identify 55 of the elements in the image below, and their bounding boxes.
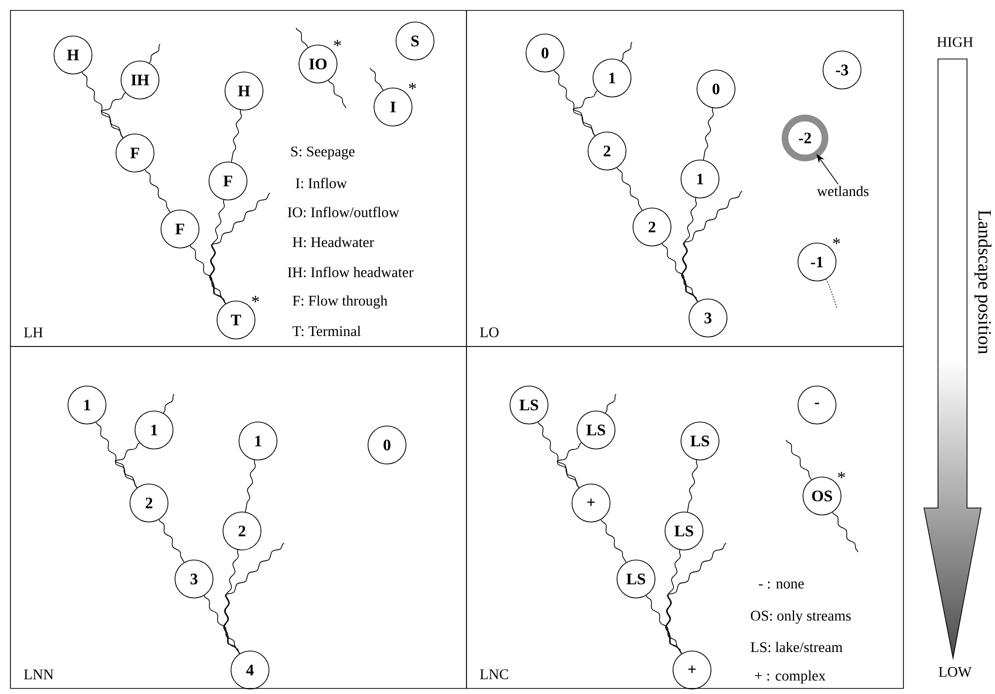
- key-text: LS: lake/stream: [750, 642, 842, 652]
- stream-line: [572, 90, 598, 136]
- stream-line: [600, 519, 627, 563]
- stream-line: [621, 42, 632, 62]
- stream-line: [149, 44, 160, 64]
- stream-line: [666, 550, 682, 654]
- stream-line: [703, 108, 714, 160]
- stream-line: [616, 167, 643, 211]
- stream-line: [328, 80, 346, 108]
- scale-label: LOW: [938, 667, 972, 677]
- stream-line: [826, 278, 838, 308]
- stream-line: [296, 28, 308, 48]
- key-text: H: Headwater: [292, 236, 374, 248]
- key-text: F: Flow through: [292, 295, 388, 309]
- stream-line: [144, 169, 171, 213]
- axis-title: Landscape position: [974, 210, 992, 354]
- stream-line: [224, 550, 240, 654]
- stream-line: [556, 442, 582, 488]
- key-text: - : none: [758, 581, 804, 589]
- node-label: *: [832, 238, 840, 244]
- stream-line: [96, 422, 138, 488]
- stream-line: [554, 70, 596, 136]
- stream-line: [100, 92, 126, 138]
- stream-line: [245, 460, 256, 512]
- node-label: *: [408, 82, 416, 90]
- key-text: I: Inflow: [296, 178, 347, 188]
- key-text: + : complex: [755, 670, 826, 684]
- stream-line: [158, 519, 185, 563]
- node-label: *: [334, 40, 341, 46]
- stream-line: [82, 72, 124, 138]
- stream-line: [687, 460, 698, 512]
- stream-line: [681, 190, 742, 302]
- stream-line: [231, 110, 242, 162]
- stream-line: [370, 68, 384, 91]
- scale-label: HIGH: [937, 37, 973, 47]
- key-text: T: Terminal: [292, 326, 361, 336]
- key-text: IO: Inflow/outflow: [288, 206, 400, 218]
- stream-line: [665, 542, 726, 654]
- key-text: IH: Inflow headwater: [288, 266, 414, 278]
- stream-line: [682, 198, 698, 302]
- stream-line: [210, 200, 226, 304]
- stream-line: [538, 422, 580, 488]
- stream-line: [605, 394, 616, 414]
- stream-line: [832, 512, 858, 552]
- wetland-lake: -2: [782, 114, 828, 162]
- callout-text: wetlands: [816, 186, 869, 196]
- stream-line: [223, 542, 284, 654]
- stream-line: [209, 192, 270, 304]
- key-text: S: Seepage: [291, 146, 355, 160]
- stream-line: [163, 394, 174, 414]
- node-label: *: [252, 296, 259, 302]
- key-text: OS: only streams: [750, 610, 851, 624]
- stream-line: [786, 440, 812, 480]
- node-label: *: [838, 472, 845, 478]
- stream-line: [114, 442, 140, 488]
